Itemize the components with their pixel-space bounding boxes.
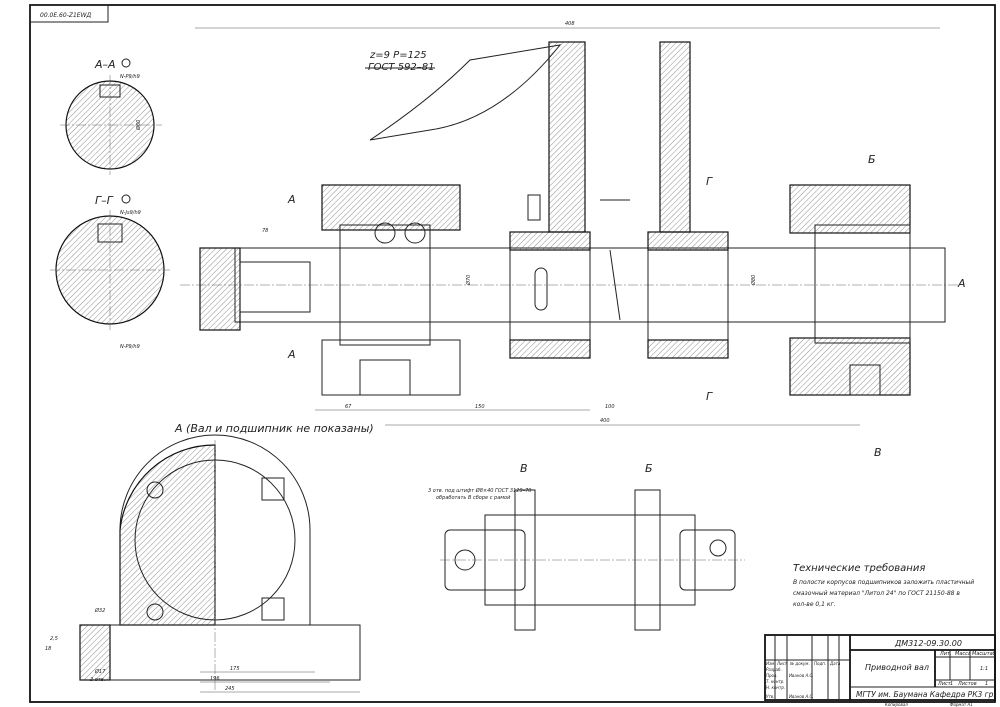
row-header: Дата (829, 661, 841, 666)
cut-a-top: А (287, 193, 296, 206)
tech-requirements: Технические требования В полости корпусо… (793, 562, 974, 608)
hole-note-line1: 3 отв. под штифт Ø8×40 ГОСТ 3129–70 (428, 487, 531, 494)
dim-text: 78 (262, 228, 268, 234)
dim-text: Ø70 (465, 275, 472, 286)
col-scale: Масштаб (972, 651, 996, 657)
row-header: Изм. (766, 661, 775, 666)
role: Т. контр. (766, 679, 785, 684)
role: Пров. (766, 673, 778, 678)
organization: МГТУ им. Баумана Кафедра РК3 гр. (856, 690, 996, 699)
dim-text: 175 (230, 666, 240, 672)
left-bearing-housing-top (321, 184, 461, 231)
dim-text: Ø32 (94, 607, 105, 614)
sprocket-note-line1: z=9 P=125 (369, 50, 427, 61)
col-lit: Лит. (939, 651, 952, 657)
view-b-v: В Б 3 отв. под штифт Ø8×40 ГОСТ 3129–70 … (428, 462, 745, 631)
tech-req-line: В полости корпусов подшипников заложить … (793, 579, 974, 586)
row-header: № докум. (789, 661, 810, 666)
view-v-label: В (520, 462, 528, 475)
dim-text: 100 (605, 404, 615, 410)
right-bearing-housing-top (789, 184, 911, 234)
dim-text: 196 (210, 676, 220, 682)
section-gg-label: Г–Г (95, 194, 114, 207)
dim-text: 18 (45, 646, 51, 652)
cut-a-right: А (957, 277, 966, 290)
col-mass: Масса (955, 651, 971, 657)
cut-v: В (874, 446, 882, 459)
doc-number: ДМ312-09.30.00 (894, 639, 962, 648)
tech-req-line: кол-ве 0,1 кг. (793, 601, 836, 608)
drawing-frame (29, 4, 996, 703)
sprocket-note-line2: ГОСТ 592–81 (368, 62, 435, 73)
dim-text: 67 (345, 404, 352, 410)
sprocket-hub-right (647, 231, 729, 359)
tolerance-label: N-P9/h9 (120, 74, 140, 80)
dim-text: 2 отв. (90, 677, 105, 683)
left-bearing-housing-bottom (321, 339, 461, 396)
view-b-label: Б (645, 462, 653, 475)
sprocket-outline (369, 44, 562, 141)
sheet-num: 1 (950, 681, 953, 687)
grease-fitting (527, 194, 541, 221)
dim-text: 150 (475, 404, 485, 410)
section-gg: Г–Г N-Js9/h9 N-P9/h9 (50, 194, 170, 350)
dim-text: 408 (565, 21, 575, 27)
cut-g-top: Г (706, 175, 713, 188)
hole-note-line2: обработать В сборе с рамой (436, 495, 511, 501)
view-a-housing: А (Вал и подшипник не показаны) Ø32 Ø17 … (45, 422, 374, 693)
row-header: Лист (776, 661, 788, 666)
stamp-text: 00.0E.60-Z1EWД (40, 12, 92, 19)
tolerance-label: N-Js9/h9 (120, 210, 141, 216)
copied-label: Копировал (885, 702, 908, 707)
stamp-box (29, 4, 109, 23)
role: Утв. (766, 694, 774, 699)
role: Н. контр. (766, 685, 785, 690)
title-block: ДМ312-09.30.00 Приводной вал Лит. Масса … (764, 634, 996, 707)
sheet-label: Лист (937, 681, 952, 687)
coupling (199, 247, 241, 331)
shaft-assembly: 408 z=9 P=125 ГОСТ 592–81 А А Г Г Б А В (180, 21, 966, 459)
view-a-label: А (Вал и подшипник не показаны) (174, 422, 374, 435)
dim-text: Ø60 (135, 120, 142, 131)
cut-a-bottom: А (287, 348, 296, 361)
assembly-name: Приводной вал (865, 663, 929, 672)
sprocket-tooth-right (659, 41, 691, 233)
dim-text: 245 (225, 686, 235, 692)
tech-req-title: Технические требования (793, 562, 925, 574)
format-label: Формат А1 (950, 702, 973, 707)
roughness-icon (121, 58, 131, 68)
cut-b: Б (868, 153, 876, 166)
roughness-icon (121, 194, 131, 204)
tech-req-line: смазочный материал "Литол 24" по ГОСТ 21… (793, 590, 960, 597)
scale-value: 1:1 (980, 666, 988, 672)
dim-text: 400 (600, 418, 610, 424)
sprocket-tooth-left (548, 41, 586, 233)
dim-text: Ø80 (750, 275, 757, 286)
developer-name: Иванов А.С. (789, 673, 814, 678)
sheets-num: 1 (985, 681, 988, 687)
dim-text: 2,5 (50, 636, 58, 642)
sprocket-hub-left (509, 231, 591, 359)
cut-g-bottom: Г (706, 390, 713, 403)
tolerance-label: N-P9/h9 (120, 344, 140, 350)
role: Разраб. (766, 667, 782, 672)
row-header: Подп. (814, 661, 826, 666)
approver-name: Иванов А.С. (789, 694, 814, 699)
section-aa-label: А–А (94, 58, 116, 71)
dim-text: Ø17 (94, 668, 106, 675)
sheets-label: Листов (957, 681, 977, 687)
section-aa: А–А N-P9/h9 Ø60 (60, 58, 162, 175)
